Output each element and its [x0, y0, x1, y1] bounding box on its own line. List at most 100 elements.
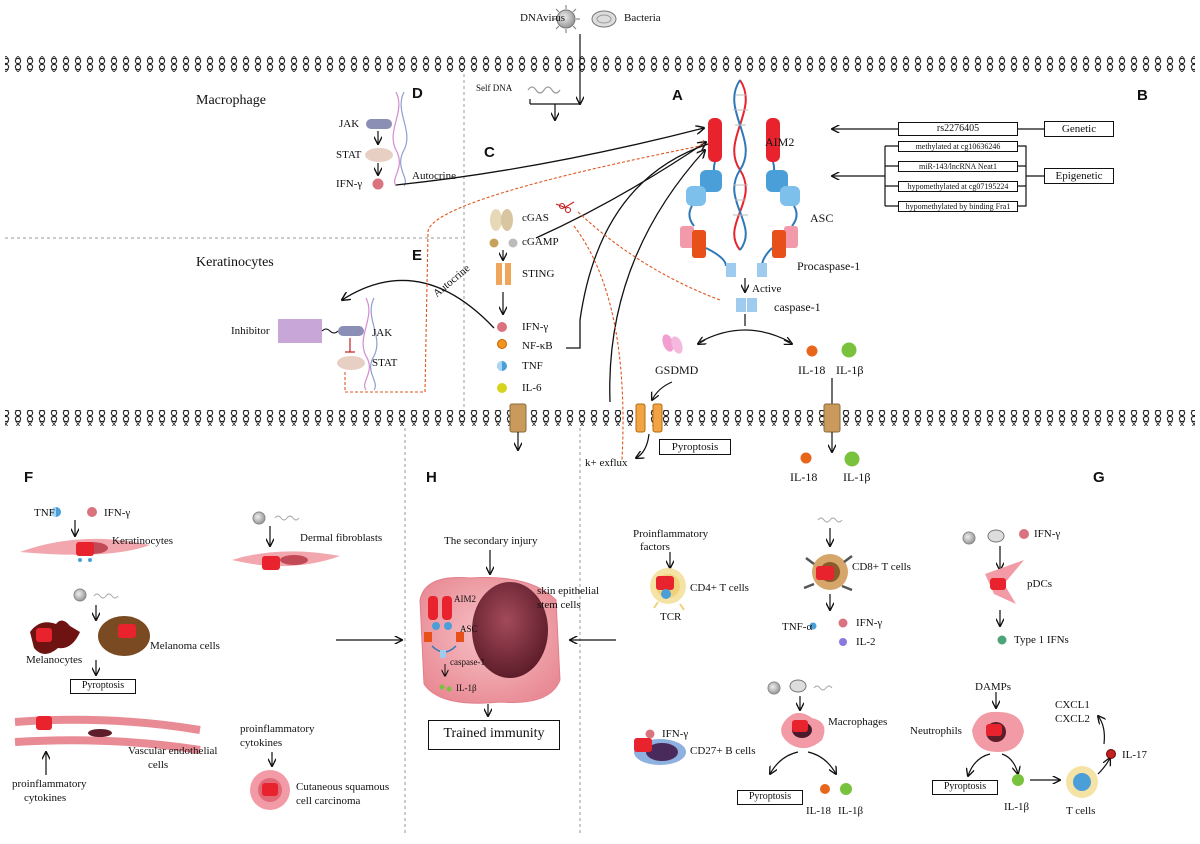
label-inhibitor: Inhibitor [231, 325, 270, 337]
label-stat-d: STAT [336, 149, 362, 161]
label-caspase: caspase-1 [774, 300, 821, 314]
inhibition-lines [344, 139, 721, 461]
label-active: Active [752, 283, 782, 295]
label-damps: DAMPs [975, 681, 1012, 693]
label-k-efflux: k+ exflux [585, 457, 628, 469]
label-jak-d: JAK [339, 118, 360, 130]
label-ifn-g-cd8: IFN-γ [856, 617, 883, 629]
label-il1b-top: IL-1β [836, 363, 864, 377]
label-jak-e: JAK [372, 327, 393, 339]
label-macrophages: Macrophages [828, 716, 888, 728]
label-il17: IL-17 [1122, 749, 1148, 761]
il18-dot [806, 345, 818, 357]
label-dermal: Dermal fibroblasts [300, 532, 383, 544]
trained-immunity-box: Trained immunity [428, 720, 560, 750]
region-dividers [5, 74, 581, 836]
label-keratinocytes: Keratinocytes [196, 255, 274, 270]
label-prof1: Proinflammatory [633, 528, 709, 540]
label-aim2-small: AIM2 [454, 594, 476, 604]
pyroptosis-box-f: Pyroptosis [70, 679, 136, 694]
box-hypo1: hypomethylated at cg07195224 [898, 181, 1018, 192]
pyroptosis-box-mac: Pyroptosis [737, 790, 803, 805]
label-tnf-c: TNF [522, 360, 543, 372]
label-tnfa: TNF-α [782, 621, 813, 633]
panel-g-cells [634, 517, 1116, 798]
label-melanocytes: Melanocytes [26, 654, 83, 666]
label-tcells: T cells [1066, 805, 1096, 817]
il-channel [823, 403, 841, 433]
box-hypo2: hypomethylated by binding Fra1 [898, 201, 1018, 212]
caspase1-icon [736, 298, 746, 312]
label-self-dna: Self DNA [476, 83, 513, 93]
panel-letter-b: B [1137, 87, 1148, 104]
label-cytokines-f1: cytokines [24, 792, 67, 804]
label-il1b-small: IL-1β [456, 683, 477, 693]
label-autocrine-d: Autocrine [412, 170, 456, 182]
box-epigenetic: Epigenetic [1044, 168, 1114, 184]
label-neutrophils: Neutrophils [910, 725, 962, 737]
label-dna-virus: DNAvirus [520, 12, 566, 24]
pyroptosis-box-neu: Pyroptosis [932, 780, 998, 795]
label-asc: ASC [810, 211, 834, 225]
label-secondary: The secondary injury [444, 535, 538, 547]
label-stat-e: STAT [372, 357, 398, 369]
cell-membrane-top [5, 56, 1195, 72]
label-cxcl2: CXCL2 [1055, 713, 1090, 725]
label-caspase-small: caspase-1 [450, 657, 485, 667]
label-cd27: CD27+ B cells [690, 745, 756, 757]
label-il6: IL-6 [522, 382, 542, 394]
panel-letter-h: H [426, 469, 437, 486]
label-vascular: Vascular endothelial [128, 745, 218, 757]
label-cgas: cGAS [522, 212, 549, 224]
label-ifn-d: IFN-γ [336, 178, 363, 190]
label-ifn-f: IFN-γ [104, 507, 131, 519]
label-ifn-c: IFN-γ [522, 321, 549, 333]
scissors-icon [555, 201, 575, 214]
stem-cell [419, 550, 561, 716]
label-cxcl1: CXCL1 [1055, 699, 1090, 711]
label-tcr: TCR [660, 611, 682, 623]
dna-virus-icon [552, 5, 580, 33]
label-il18-bottom: IL-18 [790, 470, 818, 484]
label-asc-small: ASC [460, 624, 478, 634]
label-procaspase: Procaspase-1 [797, 259, 861, 273]
keratinocyte-jak-stat [278, 297, 378, 391]
label-cgamp: cGAMP [522, 236, 559, 248]
label-vascular-cells: cells [148, 759, 169, 771]
label-il1b-bottom: IL-1β [843, 470, 871, 484]
label-proinfl-f2: proinflammatory [240, 723, 315, 735]
label-stem1: skin epithelial [537, 585, 600, 597]
il6-channel [509, 403, 527, 433]
gsdmd-pore [635, 403, 646, 433]
label-aim2: AIM2 [765, 135, 795, 149]
panel-letter-f: F [24, 469, 34, 486]
il1b-dot [841, 342, 857, 358]
panel-f-cells [14, 507, 340, 810]
label-gsdmd: GSDMD [655, 363, 699, 377]
label-pdcs: pDCs [1027, 578, 1053, 590]
label-prof2: factors [640, 541, 670, 553]
label-keratinocytes-f: Keratinocytes [112, 535, 174, 547]
pyroptosis-box-a: Pyroptosis [659, 439, 731, 455]
label-il1b-mac: IL-1β [838, 805, 864, 817]
panel-letter-a: A [672, 87, 683, 104]
label-proinfl-f1: proinflammatory [12, 778, 87, 790]
label-il2: IL-2 [856, 636, 876, 648]
box-rs2276405: rs2276405 [898, 122, 1018, 136]
box-meth1: methylated at cg10636246 [898, 141, 1018, 152]
label-cytokines-f2: cytokines [240, 737, 283, 749]
label-melanoma: Melanoma cells [150, 640, 220, 652]
label-stem2: stem cells [537, 599, 581, 611]
cgas-sting-pathway [489, 209, 518, 393]
label-nfkb: NF-κB [522, 340, 553, 352]
cell-membrane-bottom [5, 410, 1195, 426]
label-il18-top: IL-18 [798, 363, 826, 377]
label-il18-mac: IL-18 [806, 805, 832, 817]
label-bacteria: Bacteria [624, 12, 661, 24]
label-csc2: cell carcinoma [296, 795, 361, 807]
aim2-inflammasome [680, 79, 800, 312]
macrophage-jak-stat [365, 91, 408, 190]
label-type1: Type 1 IFNs [1014, 634, 1069, 646]
